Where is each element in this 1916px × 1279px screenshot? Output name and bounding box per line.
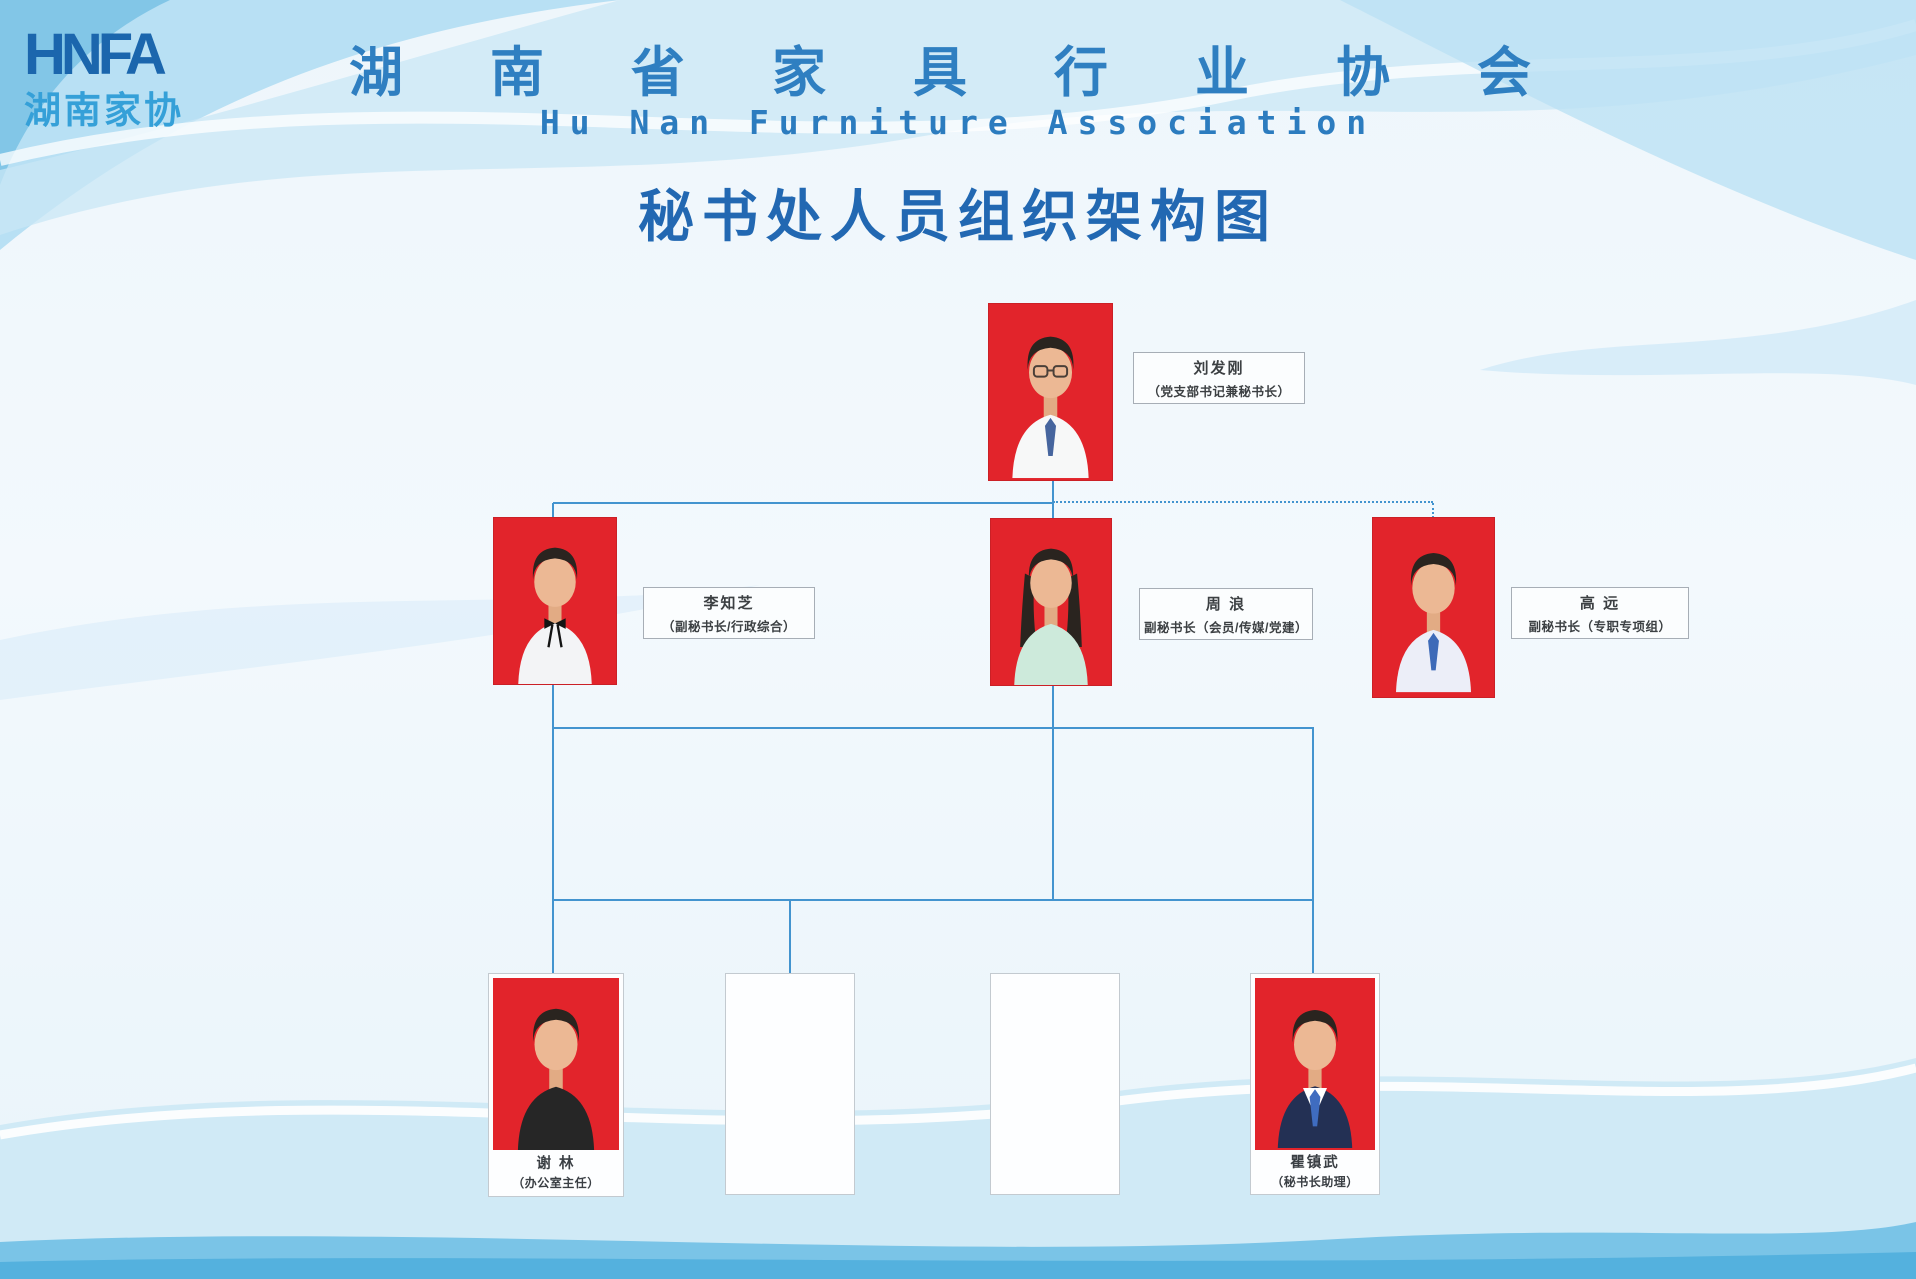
label-zhou-lang: 周 浪 副秘书长（会员/传媒/党建）	[1139, 588, 1313, 640]
connector-zhou-drop	[1052, 686, 1054, 901]
person-title: （秘书长助理）	[1271, 1174, 1359, 1189]
connector-drop-gao-dotted	[1432, 503, 1434, 518]
logo: HNFA 湖南家协	[24, 22, 184, 131]
connector-row2-dotted	[1053, 501, 1433, 503]
logo-chinese-name: 湖南家协	[24, 90, 184, 131]
photo-xie-lin	[493, 978, 619, 1150]
caption-xie-lin: 谢 林 （办公室主任）	[493, 1150, 619, 1192]
person-name: 李知芝	[703, 594, 755, 612]
person-title: （副秘书长/行政综合）	[662, 619, 796, 634]
photo-liu-fagang	[988, 303, 1113, 481]
person-name: 瞿镇武	[1290, 1154, 1340, 1171]
person-name: 刘发刚	[1193, 359, 1245, 377]
caption-qu-zhenwu: 瞿镇武 （秘书长助理）	[1255, 1150, 1375, 1190]
photo-qu-zhenwu	[1255, 978, 1375, 1150]
logo-acronym: HNFA	[24, 22, 167, 87]
chart-title: 秘书处人员组织架构图	[638, 185, 1278, 248]
association-title-chinese: 湖 南 省 家 具 行 业 协 会	[348, 43, 1568, 103]
person-name: 谢 林	[536, 1155, 576, 1172]
card-qu-zhenwu: 瞿镇武 （秘书长助理）	[1250, 973, 1380, 1195]
person-title: 副秘书长（会员/传媒/党建）	[1144, 620, 1308, 635]
label-liu-fagang: 刘发刚 （党支部书记兼秘书长）	[1133, 352, 1305, 404]
connector-left-long	[552, 685, 554, 975]
empty-position-slot-2	[990, 973, 1120, 1195]
person-title: 副秘书长（专职专项组）	[1528, 619, 1672, 634]
association-title-english: Hu Nan Furniture Association	[539, 103, 1377, 142]
person-title: （办公室主任）	[512, 1175, 600, 1190]
person-title: （党支部书记兼秘书长）	[1147, 384, 1291, 399]
person-name: 周 浪	[1205, 595, 1247, 613]
photo-li-zhizhi	[493, 517, 617, 685]
connector-slot1-drop	[789, 900, 791, 974]
label-gao-yuan: 高 远 副秘书长（专职专项组）	[1511, 587, 1689, 639]
empty-position-slot-1	[725, 973, 855, 1195]
connector-right-drop	[1312, 728, 1314, 974]
connector-mid-horizontal-2	[553, 899, 1314, 901]
card-xie-lin: 谢 林 （办公室主任）	[488, 973, 624, 1197]
connector-row2-solid	[553, 502, 1053, 504]
connector-mid-horizontal-1	[553, 727, 1314, 729]
connector-drop-li	[552, 503, 554, 518]
photo-gao-yuan	[1372, 517, 1495, 698]
label-li-zhizhi: 李知芝 （副秘书长/行政综合）	[643, 587, 815, 639]
person-name: 高 远	[1579, 594, 1621, 612]
connector-root-drop	[1052, 480, 1054, 518]
photo-zhou-lang	[990, 518, 1112, 686]
